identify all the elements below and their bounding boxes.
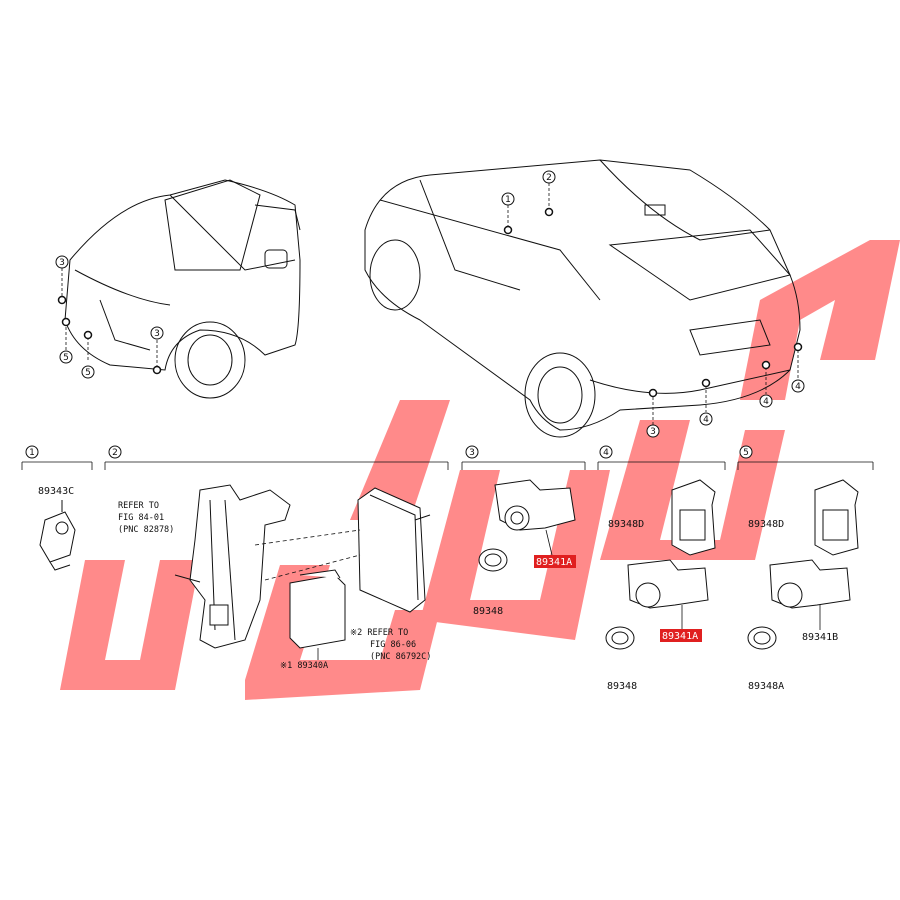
svg-text:1: 1: [29, 448, 35, 458]
front-car-illustration: [64, 179, 301, 399]
part-label-s4-89348: 89348: [607, 681, 637, 692]
sensor-89341A-s3-drawing: [494, 479, 576, 531]
part-89343C-drawing: [39, 500, 76, 571]
svg-text:5: 5: [743, 448, 749, 458]
svg-text:5: 5: [63, 353, 69, 363]
bracket-drawing: [174, 484, 291, 649]
refer-fig86-line3: (PNC 86792C): [370, 652, 431, 662]
section2-dashed-links: [254, 529, 361, 581]
highlight-s4-89341A: [660, 629, 702, 642]
ring-89348-s3-drawing: [478, 548, 508, 572]
section-brackets: [21, 461, 874, 470]
module-86792C-drawing: [357, 487, 431, 613]
highlight-s3-89341A: [534, 555, 576, 568]
refer-fig84-line2: FIG 84-01: [118, 513, 164, 523]
front-callout-3b: 3: [150, 326, 164, 340]
holder-89348D-s4-drawing: [671, 479, 716, 556]
section-callout-4: 4: [599, 445, 613, 459]
part-label-s3-89341A: 89341A: [536, 557, 572, 568]
svg-text:5: 5: [85, 368, 91, 378]
sensor-89341A-s4-drawing: [627, 559, 709, 609]
module-89340A-drawing: [289, 569, 346, 649]
sensor-89341B-s5-drawing: [769, 559, 851, 609]
front-callout-3a: 3: [55, 255, 69, 269]
ring-89348A-s5-drawing: [747, 626, 777, 650]
holder-89348D-s5-drawing: [814, 479, 859, 556]
part-label-s4-89341A: 89341A: [662, 631, 698, 642]
svg-text:1: 1: [505, 195, 511, 205]
rear-callout-2: 2: [542, 170, 556, 184]
svg-text:2: 2: [112, 448, 118, 458]
part-label-89340A: ※1 89340A: [280, 661, 328, 671]
ring-89348-s4-drawing: [605, 626, 635, 650]
svg-text:4: 4: [795, 382, 801, 392]
front-callout-5a: 5: [59, 350, 73, 364]
front-leaders: [61, 268, 158, 370]
part-label-89343C: 89343C: [38, 486, 74, 497]
refer-fig84-line1: REFER TO: [118, 501, 159, 511]
rear-callout-4c: 4: [791, 379, 805, 393]
svg-text:4: 4: [603, 448, 609, 458]
refer-fig84-line3: (PNC 82878): [118, 525, 174, 535]
watermark: [60, 240, 900, 700]
svg-text:4: 4: [763, 397, 769, 407]
refer-fig86-line2: FIG 86-06: [370, 640, 416, 650]
front-callout-5b: 5: [81, 365, 95, 379]
rear-sensor-dots: [503, 207, 803, 398]
refer-fig86-line1: ※2 REFER TO: [350, 628, 408, 638]
rear-callout-4b: 4: [759, 394, 773, 408]
rear-callout-3: 3: [646, 424, 660, 438]
svg-text:3: 3: [469, 448, 475, 458]
section-callout-2: 2: [108, 445, 122, 459]
svg-text:3: 3: [154, 329, 160, 339]
svg-text:4: 4: [703, 415, 709, 425]
leader-s3-89341A: [545, 529, 553, 556]
part-label-s5-89348A: 89348A: [748, 681, 784, 692]
part-label-s3-89348: 89348: [473, 606, 503, 617]
section-callout-5: 5: [739, 445, 753, 459]
part-label-s5-89348D: 89348D: [748, 519, 784, 530]
rear-car-illustration: [364, 159, 801, 438]
part-label-s5-89341B: 89341B: [802, 632, 838, 643]
rear-callout-4a: 4: [699, 412, 713, 426]
section-callout-1: 1: [25, 445, 39, 459]
svg-text:2: 2: [546, 173, 552, 183]
svg-text:3: 3: [650, 427, 656, 437]
front-sensor-dots: [57, 295, 162, 375]
part-label-s4-89348D: 89348D: [608, 519, 644, 530]
section-callout-3: 3: [465, 445, 479, 459]
svg-text:3: 3: [59, 258, 65, 268]
rear-callout-1: 1: [501, 192, 515, 206]
